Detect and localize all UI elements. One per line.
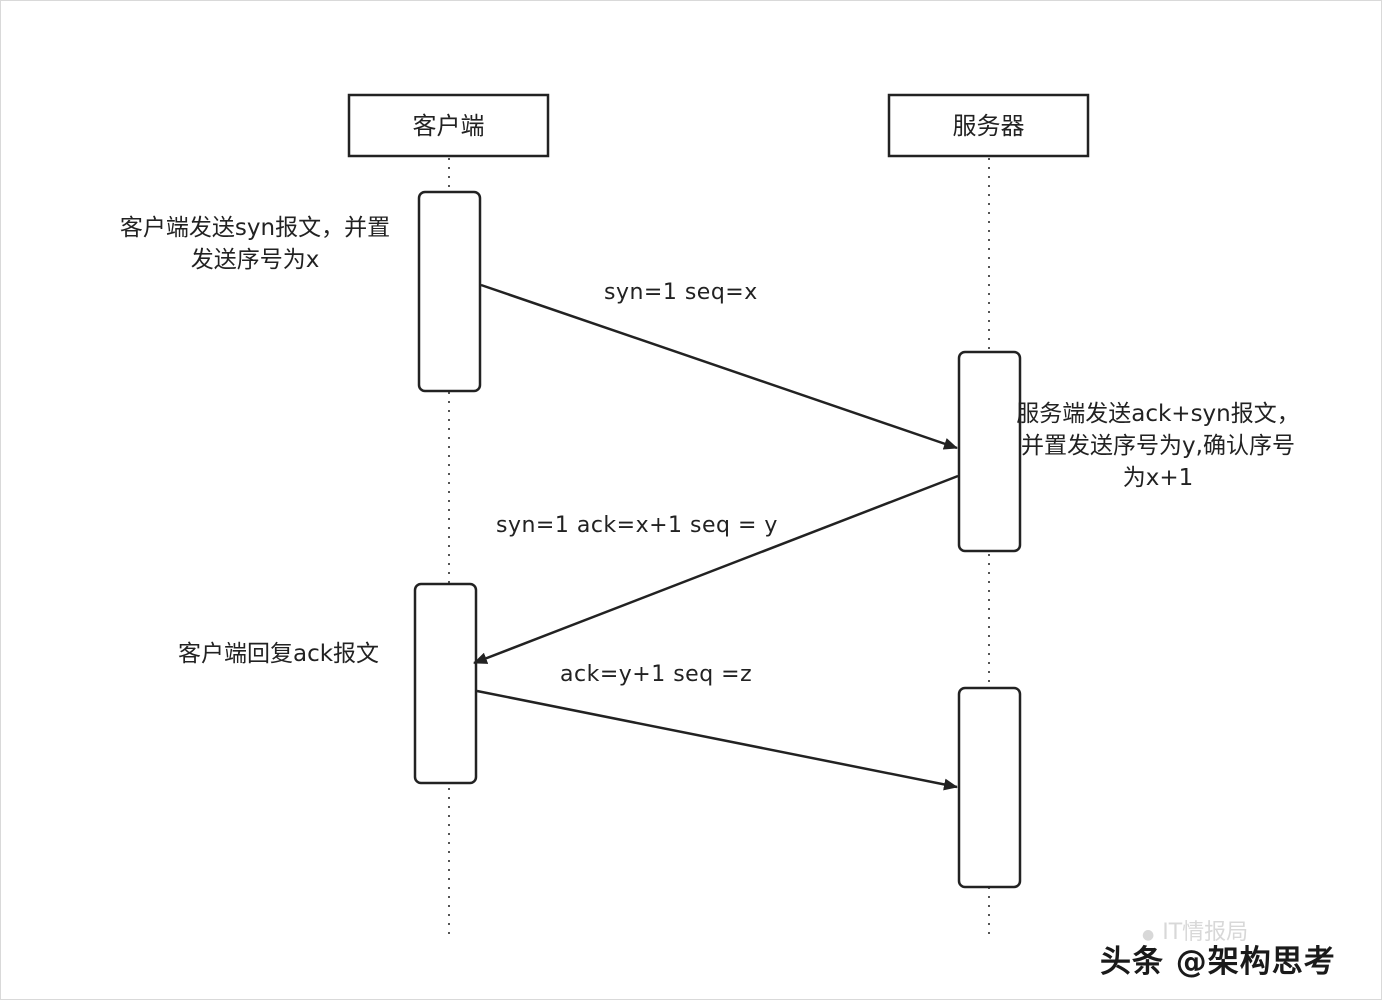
message-arrow-ack <box>476 689 958 791</box>
message-label-syn: syn=1 seq=x <box>604 280 758 305</box>
watermark-faint-text: IT情报局 <box>1162 920 1249 945</box>
message-arrow-syn <box>480 283 958 450</box>
client-participant-box <box>347 93 550 158</box>
message-label-ack: ack=y+1 seq =z <box>560 662 753 687</box>
client-send-note: 客户端发送syn报文，并置 发送序号为x <box>100 212 410 276</box>
client-send-note-line1: 客户端发送syn报文，并置 <box>119 215 391 241</box>
client-ack-note: 客户端回复ack报文 <box>178 641 380 667</box>
watermark-main: 头条 @架构思考 <box>1100 944 1336 980</box>
server-participant-box <box>887 93 1090 158</box>
client-participant-label: 客户端 <box>412 112 485 140</box>
server-reply-note-line3: 为x+1 <box>1122 465 1194 491</box>
server-activation-1 <box>957 350 1022 553</box>
message-arrow-syn-ack <box>473 474 959 665</box>
message-label-syn-ack: syn=1 ack=x+1 seq = y <box>496 513 778 538</box>
server-activation-2 <box>957 686 1022 889</box>
server-reply-note-line1: 服务端发送ack+syn报文， <box>1016 401 1300 427</box>
watermark-faint: ● IT情报局 <box>1142 914 1248 946</box>
wechat-icon: ● <box>1142 927 1155 943</box>
server-reply-note-line2: 并置发送序号为y,确认序号 <box>1021 433 1295 459</box>
server-reply-note: 服务端发送ack+syn报文， 并置发送序号为y,确认序号 为x+1 <box>998 398 1318 494</box>
client-activation-1 <box>417 190 482 393</box>
client-send-note-line2: 发送序号为x <box>190 247 320 273</box>
client-activation-2 <box>413 582 478 785</box>
server-participant-label: 服务器 <box>952 112 1025 140</box>
